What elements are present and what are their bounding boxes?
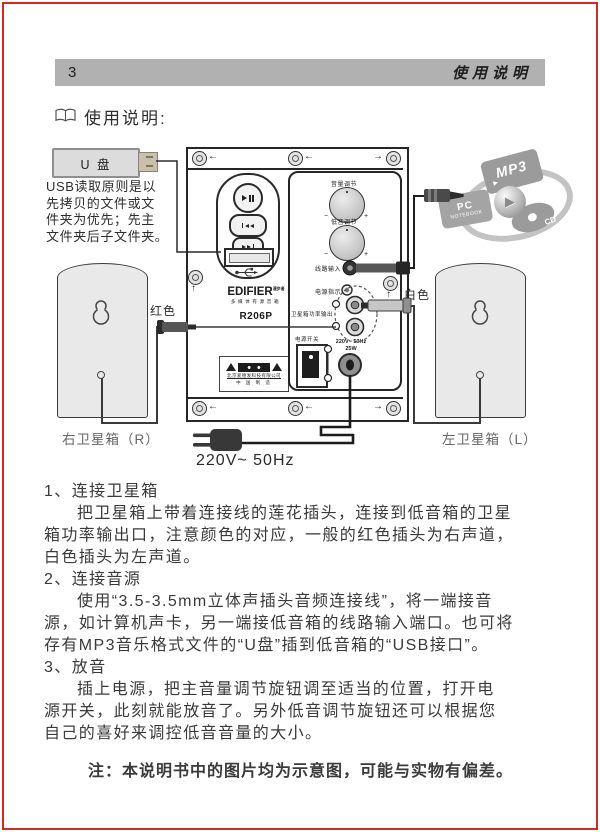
screw-icon [288,151,303,166]
mains-voltage-label: 220V~ 50Hz [196,452,295,469]
plus-mark: + [364,213,369,220]
minus-mark: − [324,213,329,220]
previous-icon [244,223,249,228]
play-icon: ▶ [505,194,515,209]
header-title: 使用说明 [451,66,532,82]
disclaimer-note: 注：本说明书中的图片均为示意图，可能与实物有偏差。 [88,763,514,780]
arrow-left-icon: ← [208,401,218,412]
left-satellite-speaker [435,263,526,418]
white-plug-label: 白色 [404,288,431,302]
usb-note-line: 件夹为优先；先主 [46,212,155,227]
screw-icon [288,401,303,416]
certification-label: 北京爱德发科技有限公司 中 国 制 造 [219,356,289,392]
next-icon [241,245,246,249]
warning-triangle-icon [272,363,282,371]
brand-block: EDIFIER漫步者 多媒体有源音箱 R206P [214,286,298,322]
brand-suffix: 漫步者 [272,286,285,292]
screw-icon [192,151,207,166]
step-2-text: 源，如计算机声卡，另一端接低音箱的线路输入端口。也可将 [44,615,514,632]
header-bar: 3 使用说明 [55,59,545,86]
screw-icon [192,401,207,416]
play-icon: ▶ [492,180,499,188]
usb-note: USB读取原则是以 先拷贝的文件或文 件夹为优先；先主 文件夹后子文件夹。 [46,179,168,245]
red-plug-label: 红色 [150,304,177,318]
warning-triangle-icon [226,363,236,371]
plus-mark: + [364,251,369,258]
step-1-text: 白色插头为左声道。 [44,549,201,566]
cable-exit-hole [476,371,484,379]
arrow-up-icon: ↑ [386,289,391,300]
power-switch [296,344,328,388]
arrow-up-icon: ↑ [191,283,196,294]
minus-mark: − [324,251,329,258]
arrow-right-icon: → [373,151,383,162]
right-satellite-speaker [57,263,148,418]
keyhole-mount-icon [91,299,111,331]
panel-divider [188,397,403,399]
step-3-title: 3、放音 [44,659,107,676]
step-3-text: 插上电源，把主音量调节旋钮调至适当的位置，打开电 [77,681,495,698]
screw-icon [386,401,401,416]
bass-knob-label: 低音调节 [331,220,358,226]
keyhole-mount-icon [470,299,490,331]
power-switch-label: 电源开关 [295,337,320,343]
step-1-title: 1、连接卫星箱 [44,483,159,500]
right-speaker-label: 右卫星箱（R） [62,432,160,447]
satellite-output-label: 卫星箱功率输出 [291,312,334,318]
usb-note-line: 先拷贝的文件或文 [46,195,155,211]
section-heading: 使用说明: [84,109,167,128]
cable-exit-hole [97,371,105,379]
power-rating: 220V~ 50Hz 25W [335,339,367,352]
power-plug [210,429,242,451]
play-orb: ▶ [494,186,526,218]
previous-track-button [229,214,267,237]
play-pause-icon [242,195,248,201]
step-3-text: 源开关，此刻就能放音了。另外低音调节旋钮还可以根据您 [44,703,497,720]
left-speaker-label: 左卫星箱（L） [442,432,538,447]
arrow-right-icon: → [373,401,383,412]
panel-divider [188,168,403,170]
usb-symbol-icon [234,265,260,283]
volume-knob-label: 音量调节 [331,182,358,188]
bass-knob [329,225,365,261]
volume-knob [329,187,365,223]
step-1-text: 箱功率输出口，注意颜色的对应，一般的红色插头为右声道， [44,527,514,544]
step-3-text: 自己的喜好来调控低音音量的大小。 [44,725,323,742]
brand-logo: EDIFIER [227,286,273,298]
cert-origin: 中 国 制 造 [236,379,272,385]
page-number: 3 [68,64,77,81]
usb-note-line: 文件夹后子文件夹。 [46,228,169,244]
line-in-label: 线路输入 [315,267,342,273]
step-2-text: 使用“3.5-3.5mm立体声插头音频连接线”，将一端接音 [77,593,493,610]
play-pause-button [233,183,263,213]
arrow-left-icon: ← [208,151,218,162]
book-icon [55,108,76,128]
usb-drive: U 盘 [52,148,140,178]
usb-note-line: USB读取原则是以 [46,179,157,194]
instructions: 1、连接卫星箱 把卫星箱上带着连接线的莲花插头，连接到低音箱的卫星 箱功率输出口… [44,481,562,783]
usb-port [224,248,274,267]
power-led-label: 电源指示 [315,290,342,296]
step-1-text: 把卫星箱上带着连接线的莲花插头，连接到低音箱的卫星 [77,505,513,522]
step-2-text: 存有MP3音乐格式文件的“U盘”插到低音箱的“USB接口”。 [44,637,489,654]
usb-connector [138,152,158,172]
model-number: R206P [239,311,273,322]
screw-icon [188,270,203,285]
step-2-title: 2、连接音源 [44,571,142,588]
screw-icon [386,151,401,166]
arrow-left-icon: ← [304,401,314,412]
cert-company: 北京爱德发科技有限公司 [227,372,281,378]
screw-icon [383,276,398,291]
certification-bar [238,362,270,372]
arrow-left-icon: ← [304,151,314,162]
red-rca-plug [162,322,188,332]
brand-subtitle: 多媒体有源音箱 [230,299,282,304]
